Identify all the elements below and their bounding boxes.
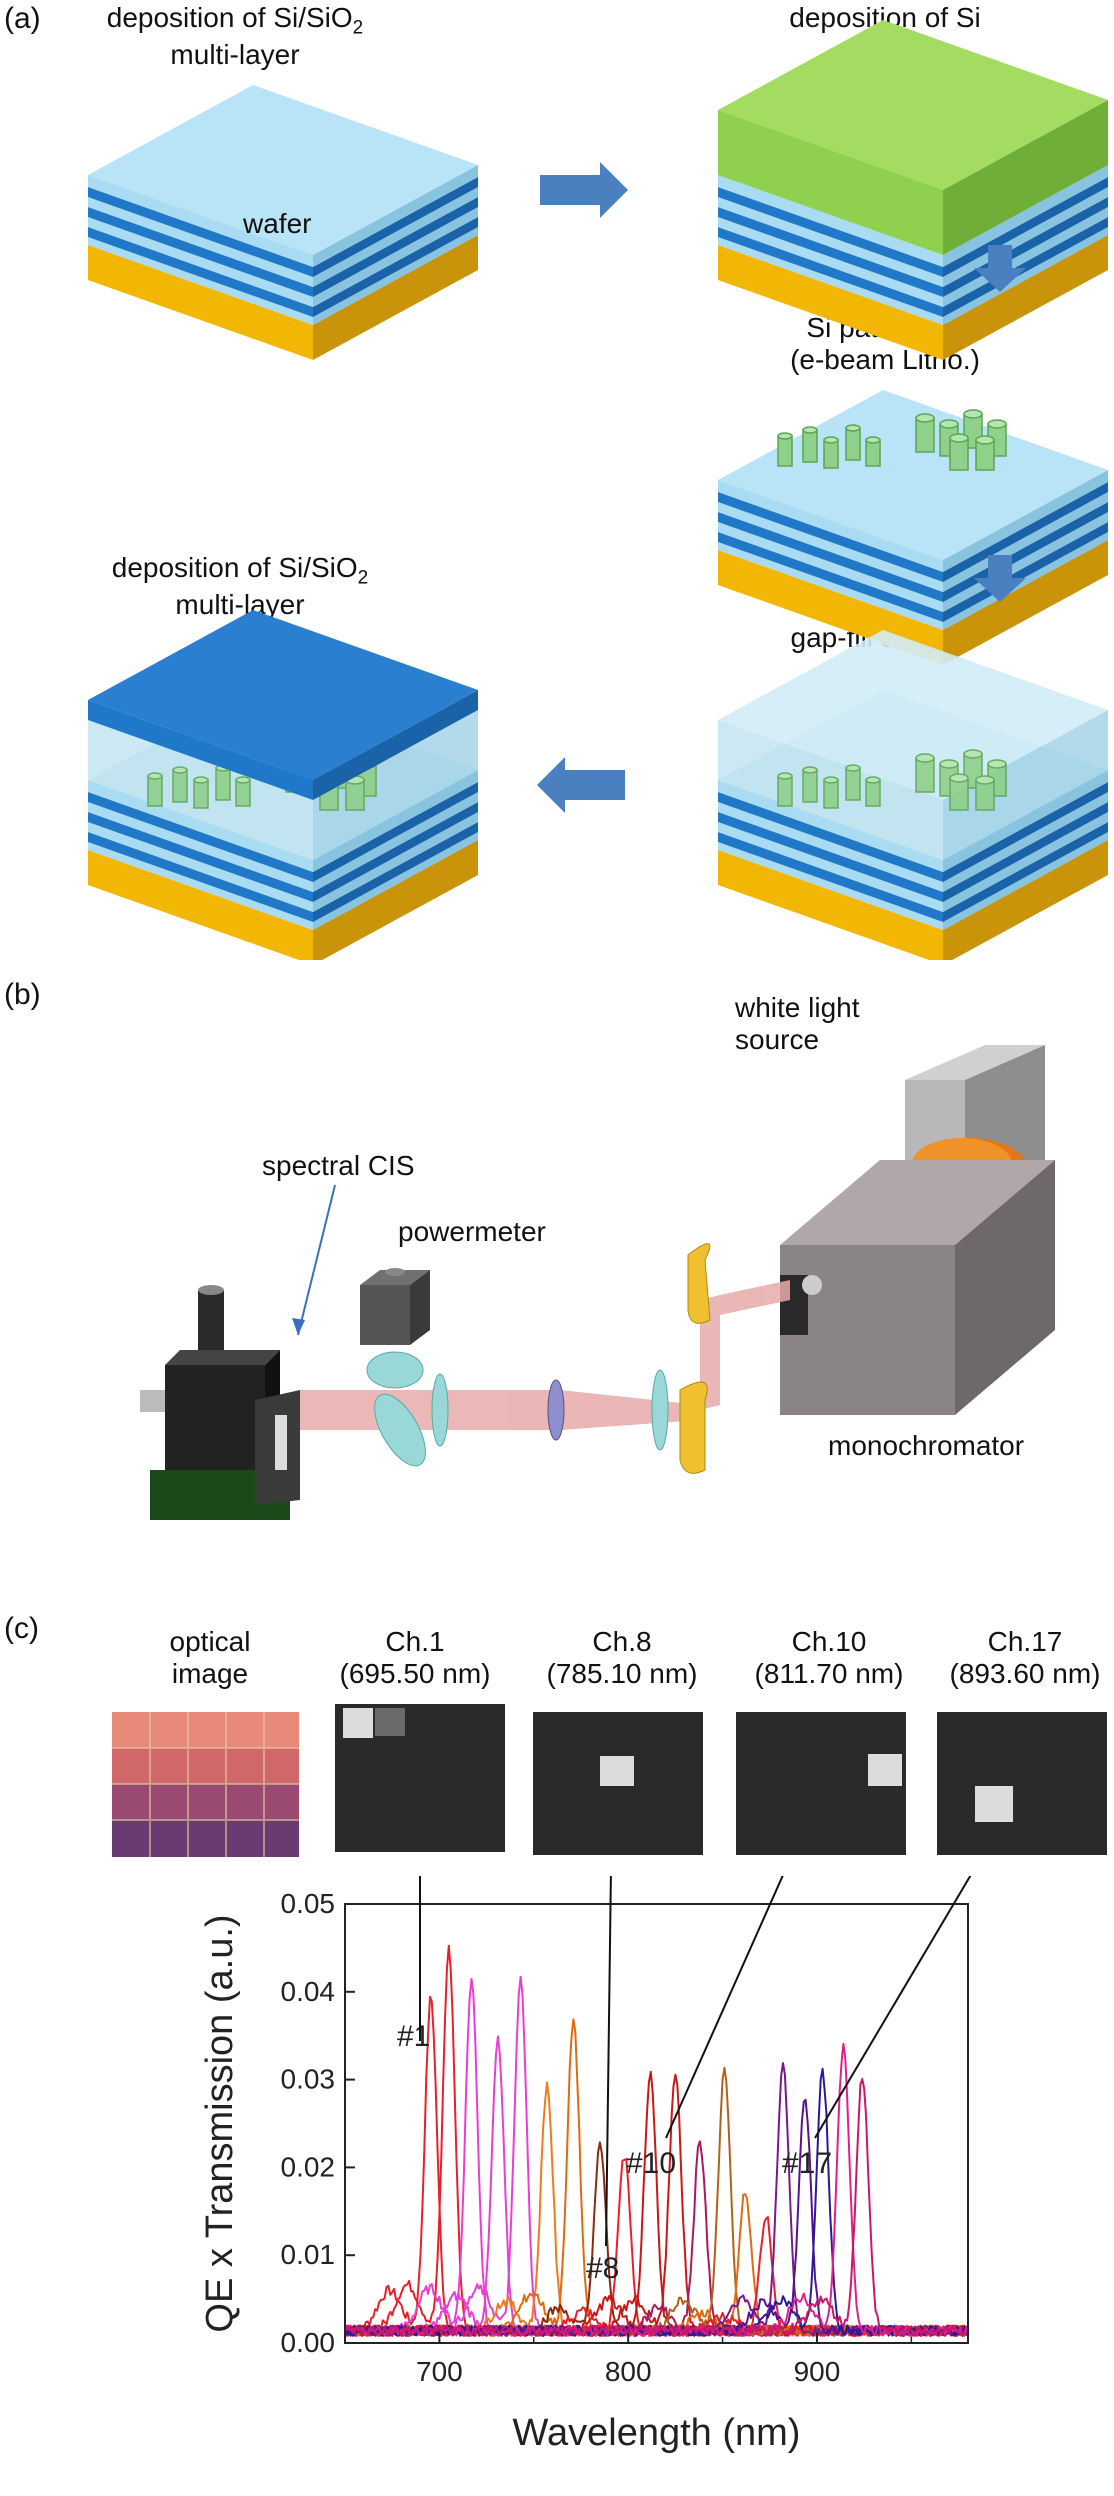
x-axis-label: Wavelength (nm) bbox=[513, 2412, 801, 2454]
mirror-icon bbox=[687, 1243, 711, 1324]
spectral-cis-camera bbox=[140, 1285, 300, 1520]
beam-splitter-icon bbox=[366, 1351, 424, 1389]
ch1-image bbox=[335, 1704, 505, 1852]
step5-caption: deposition of Si/SiO2 multi-layer bbox=[111, 552, 369, 621]
x-tick-label: 800 bbox=[605, 2356, 652, 2387]
step1-caption: deposition of Si/SiO2 multi-layer bbox=[106, 2, 364, 71]
optical-image bbox=[112, 1712, 299, 1857]
peak-marker-label: #17 bbox=[782, 2147, 832, 2180]
x-tick-label: 700 bbox=[416, 2356, 463, 2387]
arrow-down-icon bbox=[974, 245, 1026, 292]
y-tick-label: 0.02 bbox=[281, 2151, 336, 2182]
y-axis-label: QE x Transmission (a.u.) bbox=[199, 1914, 241, 2332]
lens-icon bbox=[431, 1373, 449, 1447]
pointer-line bbox=[297, 1184, 336, 1336]
ch1-caption: Ch.1(695.50 nm) bbox=[339, 1626, 491, 1690]
panel-b-label: (b) bbox=[4, 978, 41, 1011]
lens-icon bbox=[651, 1369, 669, 1451]
image-thumbnails bbox=[112, 1704, 1107, 1857]
ch17-image bbox=[937, 1712, 1107, 1855]
series-line-18 bbox=[344, 2067, 969, 2337]
pointer-arrowhead bbox=[292, 1318, 305, 1335]
process-flow-diagram bbox=[88, 20, 1108, 960]
spectrum-chart: 700 800 900 0.00 0.01 0.02 0.03 0.04 0.05Wavelen… bbox=[199, 1876, 972, 2454]
stack-step2 bbox=[718, 20, 1108, 360]
peak-marker-label: #10 bbox=[626, 2147, 676, 2180]
mirror-icon bbox=[679, 1381, 708, 1474]
monochromator bbox=[780, 1160, 1055, 1415]
slit-icon bbox=[547, 1379, 565, 1441]
powermeter-label: powermeter bbox=[398, 1216, 546, 1247]
ch17-caption: Ch.17(893.60 nm) bbox=[949, 1626, 1101, 1690]
optical-setup-diagram bbox=[140, 1045, 1055, 1520]
monochromator-label: monochromator bbox=[828, 1430, 1025, 1461]
plot-frame bbox=[344, 1903, 969, 2344]
arrow-left-icon bbox=[537, 757, 625, 813]
powermeter bbox=[360, 1268, 430, 1345]
x-tick-label: 900 bbox=[794, 2356, 841, 2387]
stack-step5 bbox=[88, 610, 478, 960]
y-tick-label: 0.00 bbox=[281, 2327, 336, 2358]
y-tick-label: 0.01 bbox=[281, 2239, 336, 2270]
y-tick-label: 0.03 bbox=[281, 2064, 336, 2095]
pointer-line bbox=[605, 1876, 612, 2247]
peak-marker-label: #8 bbox=[586, 2252, 619, 2285]
pointer-line bbox=[665, 1876, 784, 2139]
arrow-right-icon bbox=[540, 162, 628, 218]
panel-c-label: (c) bbox=[4, 1612, 39, 1645]
arrow-down-icon bbox=[974, 555, 1026, 602]
series-line-2 bbox=[344, 1944, 969, 2337]
series-line-19 bbox=[344, 2042, 969, 2337]
stack-step4 bbox=[718, 630, 1108, 960]
y-tick-label: 0.04 bbox=[281, 1976, 336, 2007]
ch10-caption: Ch.10(811.70 nm) bbox=[754, 1626, 904, 1690]
ch8-caption: Ch.8(785.10 nm) bbox=[546, 1626, 698, 1690]
ch8-image bbox=[533, 1712, 703, 1855]
stack-step3 bbox=[718, 390, 1108, 665]
panel-a-label: (a) bbox=[4, 2, 41, 35]
ch10-image bbox=[736, 1712, 906, 1855]
wafer-label: wafer bbox=[243, 208, 312, 239]
spectral-cis-label: spectral CIS bbox=[262, 1150, 415, 1181]
y-tick-label: 0.05 bbox=[281, 1888, 336, 1919]
pointer-line bbox=[814, 1876, 972, 2139]
series-line-20 bbox=[344, 2078, 969, 2337]
lens-icon bbox=[374, 1393, 426, 1467]
peak-marker-label: #1 bbox=[397, 2020, 430, 2053]
